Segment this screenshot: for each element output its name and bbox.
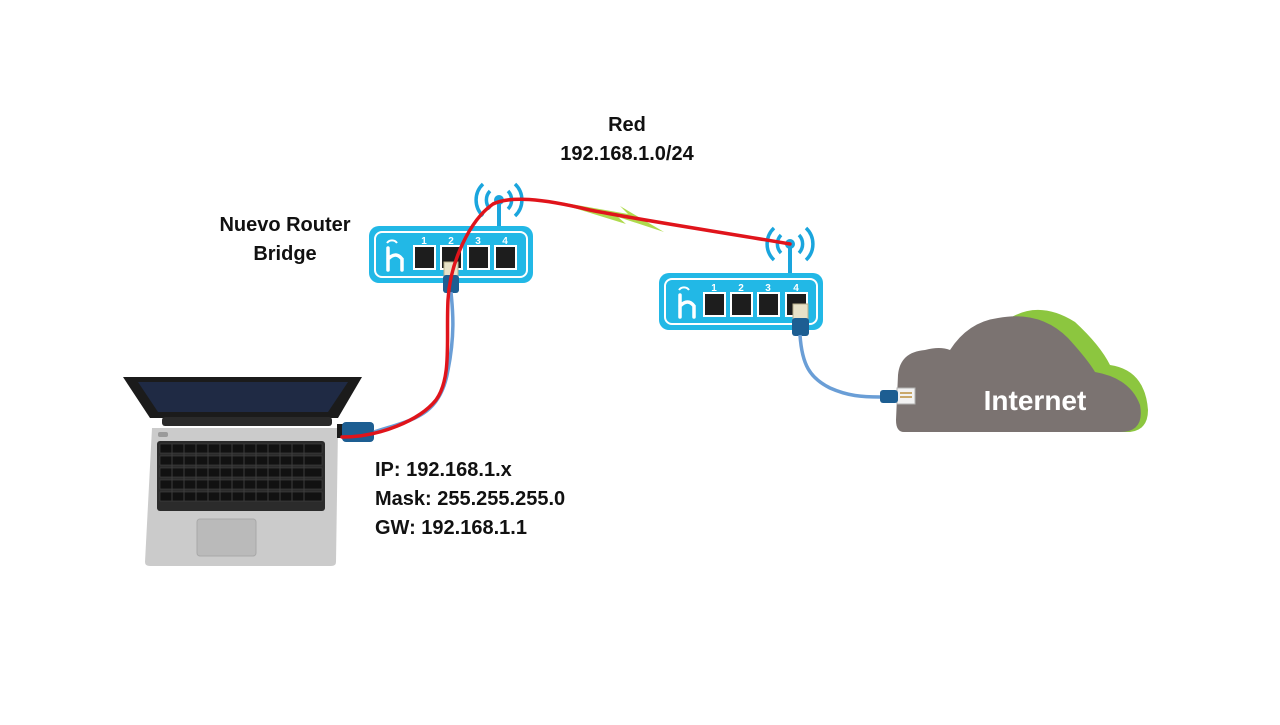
laptop-ip: IP: 192.168.1.x [375,459,512,481]
laptop-gateway: GW: 192.168.1.1 [375,517,527,539]
network-title: Red [608,114,646,136]
main-router-logo-icon [678,286,696,319]
main-router: 1 2 3 4 [659,226,823,336]
main-router-antenna-icon [765,226,815,276]
laptop-ip-config: IP: 192.168.1.x Mask: 255.255.255.0 GW: … [375,456,565,543]
touchpad [196,518,257,557]
traffic-path [340,197,792,439]
cloud-body-icon [896,316,1141,432]
new-router-port-3-label: 3 [475,236,481,247]
new-router-port-4-label: 4 [502,236,508,247]
ethernet-cable-router-internet [798,334,881,399]
new-router-antenna-icon [474,182,524,230]
main-router-port-4-label: 4 [793,283,799,294]
new-router-label: Nuevo Router Bridge [200,211,370,269]
new-router-port-2-label: 2 [448,236,454,247]
new-router-port-1-label: 1 [421,236,427,247]
new-router-label-line2: Bridge [253,243,317,265]
main-router-port-3-label: 3 [765,283,771,294]
new-router-label-line1: Nuevo Router [219,214,351,236]
network-subnet: 192.168.1.0/24 [560,143,694,165]
keyboard-keys [159,443,323,502]
laptop-mask: Mask: 255.255.255.0 [375,488,566,510]
network-label: Red 192.168.1.0/24 [520,111,734,169]
new-router-logo-icon [386,239,404,272]
main-router-port-2-label: 2 [738,283,744,294]
ethernet-cable-laptop-bridge [373,291,455,434]
internet-cloud: Internet [880,309,1148,432]
main-router-port-1-label: 1 [711,283,717,294]
internet-label: Internet [984,385,1087,416]
laptop-icon [123,377,374,566]
